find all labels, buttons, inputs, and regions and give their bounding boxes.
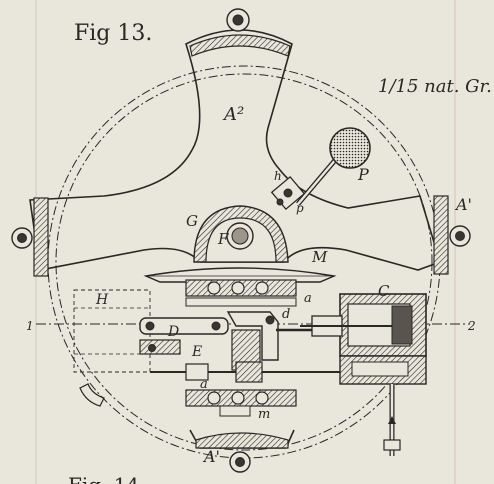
label-section-1: 1 [26,319,34,333]
label-d-small: d [282,307,290,322]
upper-gear-row [185,279,297,307]
label-e: E [191,344,202,360]
label-h: h [274,169,282,183]
hub-g [193,205,289,263]
label-p: P [357,165,369,184]
label-g: G [186,212,198,230]
top-boss [189,8,291,57]
label-a2: A² [222,104,244,125]
pendulum-weight [296,127,371,206]
label-a1-right: A' [454,195,472,214]
label-section-2: 2 [467,319,476,333]
label-a-lower: a [200,377,208,392]
outlet-pipe [383,384,401,456]
label-h-housing: H [95,292,109,308]
lower-left-bracket [79,383,105,407]
label-d: D [167,324,179,340]
lower-gear-row [150,361,340,417]
scale-note: 1/15 nat. Gr. [378,76,492,97]
bottom-caption-fragment: Fig. 14 [68,473,139,484]
label-m-small: m [258,407,270,422]
clamp-h-p [270,175,306,211]
figure-caption: Fig 13. [74,21,152,46]
label-a1-bottom: A' [202,447,220,466]
label-m: M [311,248,328,266]
right-boss [433,195,471,275]
label-p-small: p [296,201,304,215]
left-boss [11,197,49,277]
left-housing [73,289,151,373]
lever-d [139,317,229,355]
disc-m [143,267,337,283]
bottom-boss [195,432,289,473]
label-a-upper: a [304,291,312,306]
cylinder-c [300,293,427,385]
label-c: C [378,282,390,300]
label-f: F [217,230,229,248]
